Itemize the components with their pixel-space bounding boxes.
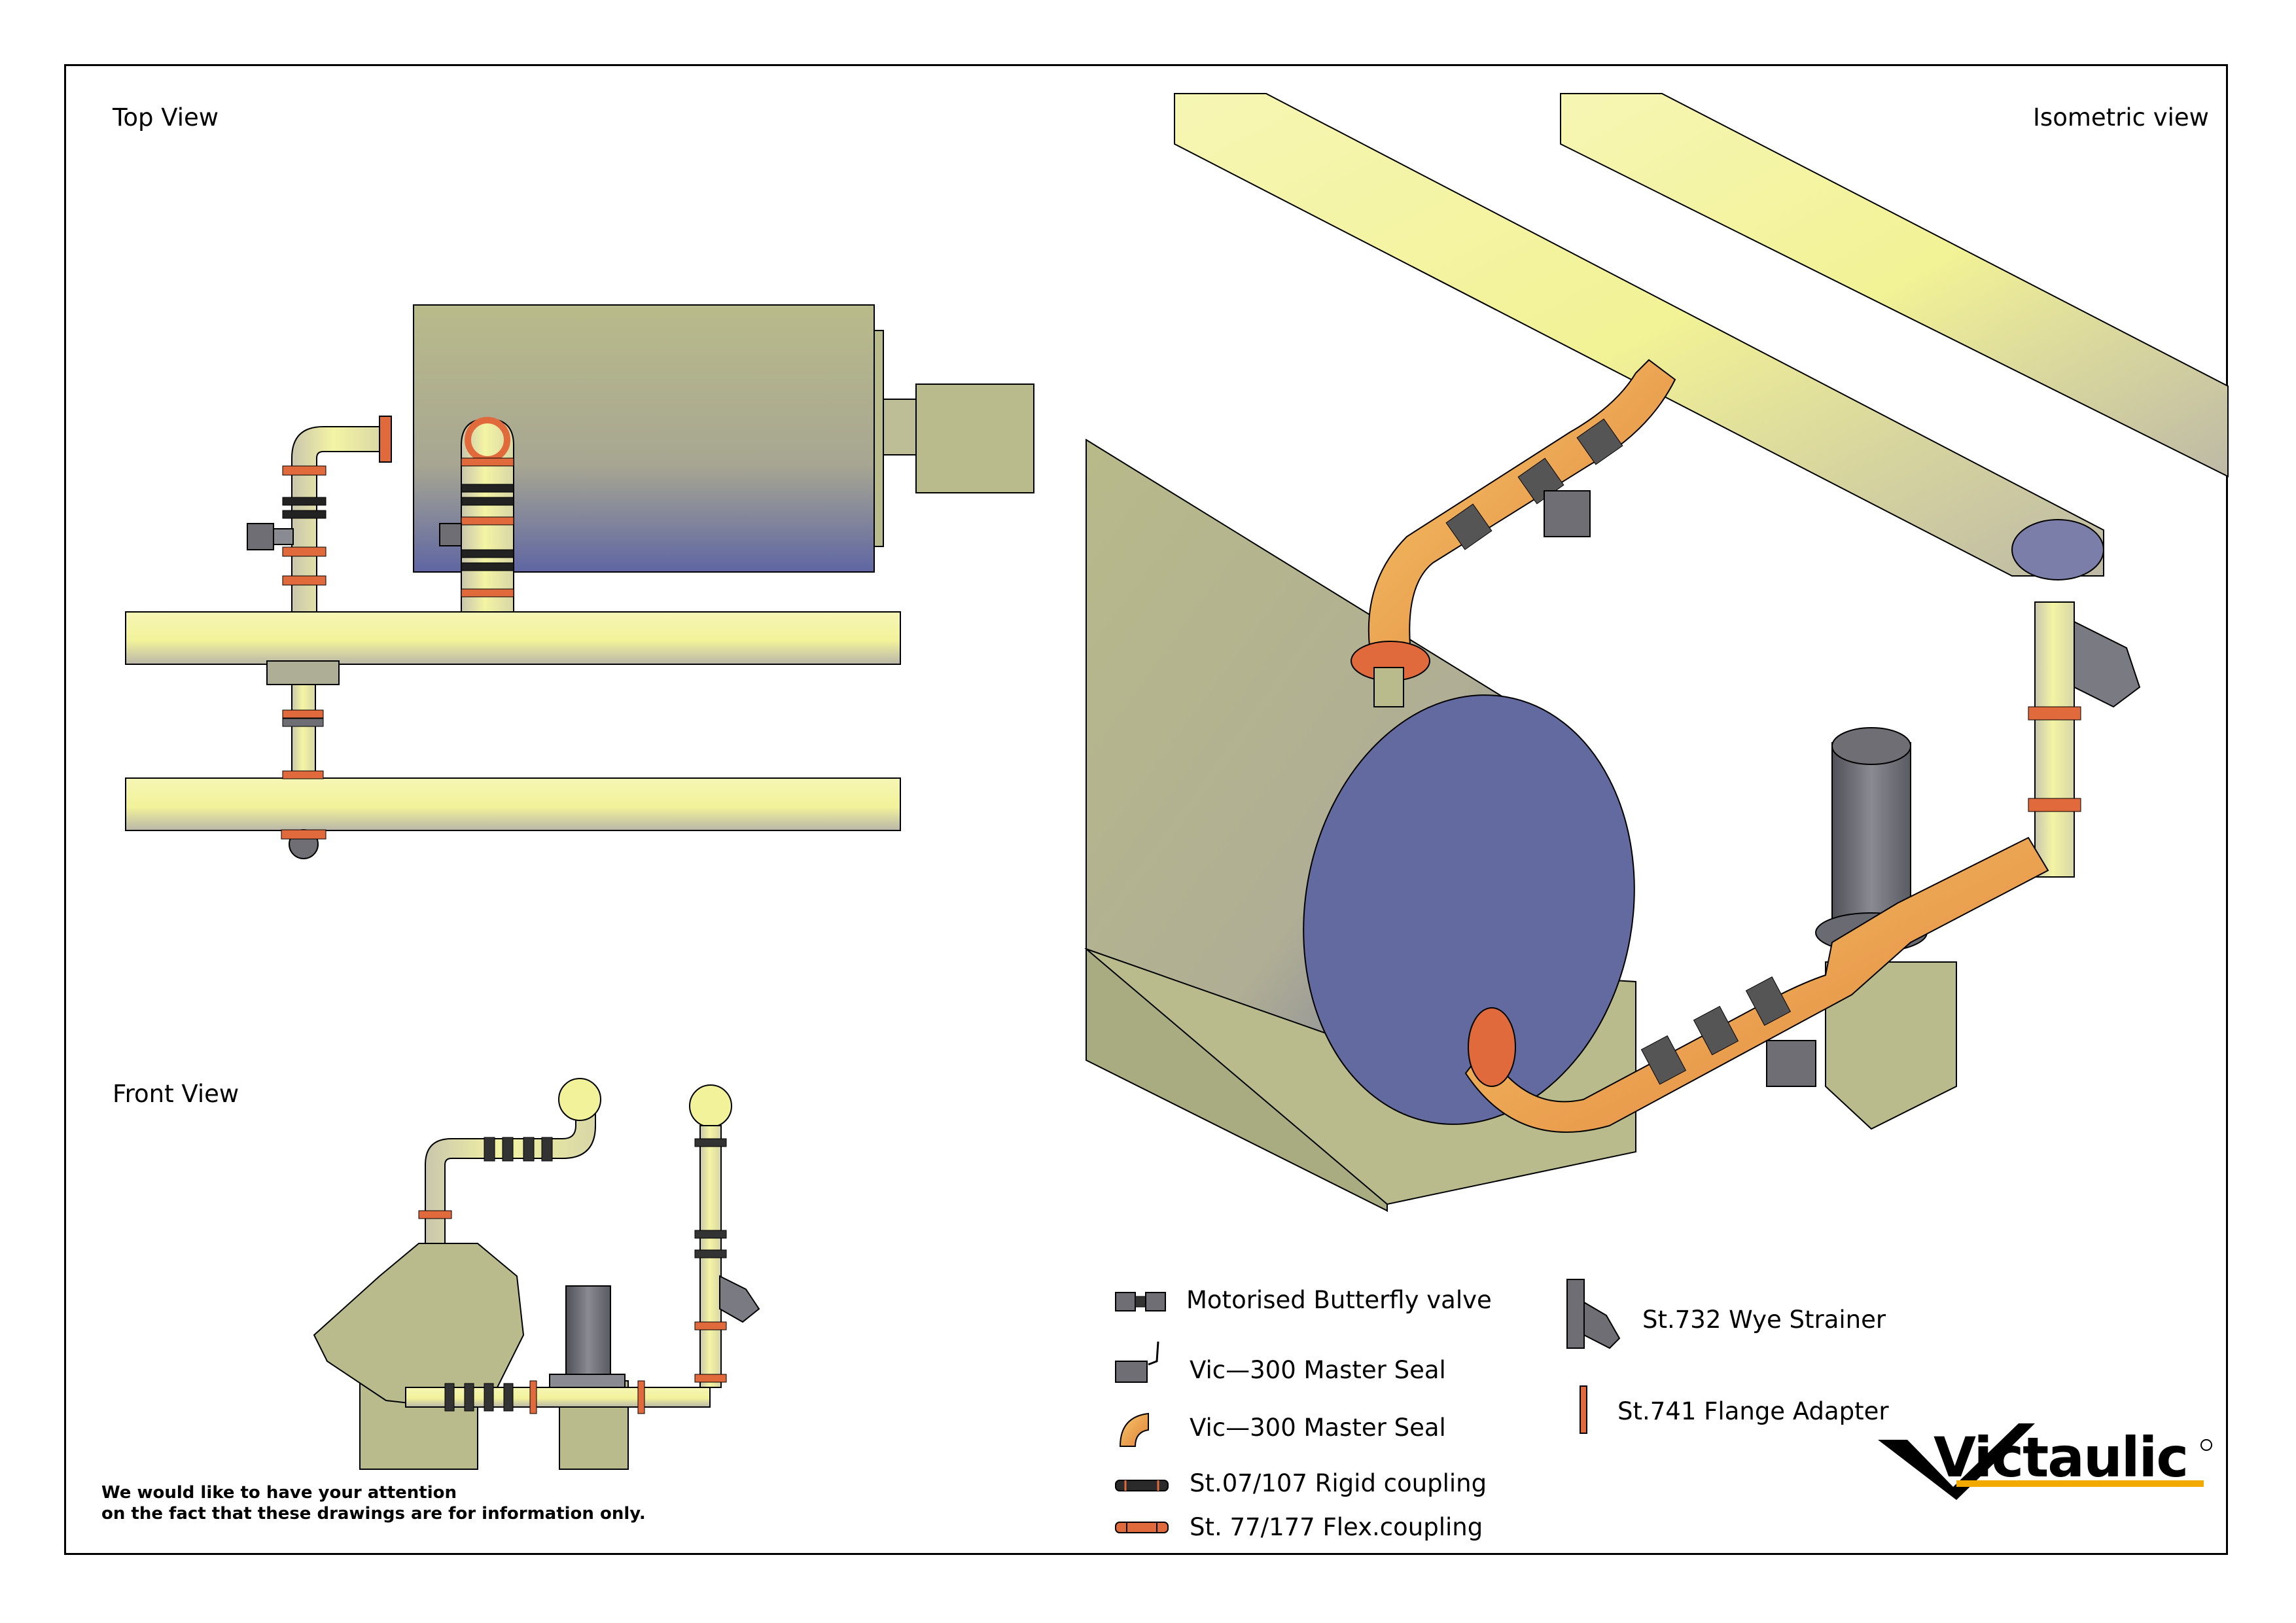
top-view-drawing	[125, 304, 1034, 859]
isometric-view-label: Isometric view	[2033, 103, 2209, 132]
legend-label-master-seal-elbow: Vic—300 Master Seal	[1190, 1414, 1446, 1442]
wye-strainer-icon	[1566, 1279, 1621, 1349]
rigid-coupling-icon	[1115, 1480, 1169, 1491]
disclaimer-note: We would like to have your attention on …	[101, 1482, 646, 1524]
legend-label-master-seal-valve: Vic—300 Master Seal	[1190, 1356, 1446, 1384]
front-view-drawing	[313, 1078, 760, 1470]
header-pipe-lower	[125, 777, 901, 831]
disclaimer-line-2: on the fact that these drawings are for …	[101, 1504, 646, 1524]
header-end-right	[689, 1084, 732, 1128]
master-seal-valve-icon	[1115, 1341, 1159, 1383]
legend-label-flex-coupling: St. 77/177 Flex.coupling	[1190, 1513, 1483, 1541]
header-end-left	[558, 1078, 601, 1121]
legend-icons	[1115, 1279, 1621, 1533]
master-seal-elbow-icon	[1119, 1412, 1149, 1447]
top-view-label: Top View	[113, 103, 219, 132]
isometric-view-drawing	[1084, 93, 2229, 1213]
header-pipe-upper	[125, 611, 901, 665]
legend-label-flange-adapter: St.741 Flange Adapter	[1617, 1397, 1889, 1425]
pump-motor	[915, 383, 1034, 493]
flex-coupling-icon	[1115, 1522, 1169, 1533]
disclaimer-line-1: We would like to have your attention	[101, 1483, 457, 1503]
tank-end	[313, 1243, 525, 1408]
legend-label-butterfly-valve: Motorised Butterfly valve	[1186, 1286, 1492, 1314]
victaulic-logo-text: Victaulic	[1934, 1425, 2189, 1489]
iso-pump-motor	[1831, 742, 1911, 933]
legend-label-wye-strainer: St.732 Wye Strainer	[1642, 1306, 1886, 1334]
victaulic-logo-mark	[1878, 1423, 2212, 1500]
pump-motor-front	[565, 1285, 611, 1382]
iso-header-front	[1174, 93, 2104, 577]
iso-header-back	[1560, 93, 2229, 478]
iso-tank-end	[1303, 694, 1635, 1125]
butterfly-valve-icon	[1115, 1292, 1166, 1311]
front-view-label: Front View	[113, 1080, 239, 1108]
drawing-frame	[64, 64, 2228, 1555]
legend-label-rigid-coupling: St.07/107 Rigid coupling	[1190, 1469, 1487, 1497]
flange-adapter-icon	[1580, 1385, 1587, 1434]
